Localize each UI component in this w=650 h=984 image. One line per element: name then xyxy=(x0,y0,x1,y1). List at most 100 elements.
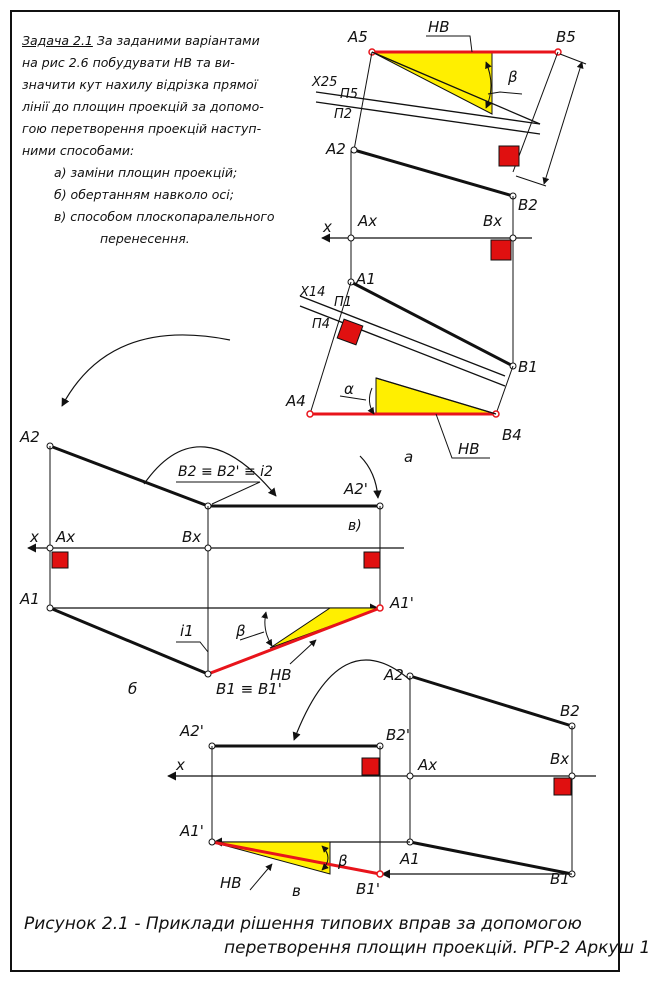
b-leader-nv xyxy=(289,639,317,665)
a-diagram-label: а xyxy=(404,448,413,466)
caption-line-2: перетворення площин проекцій. РГР-2 Арку… xyxy=(224,938,650,958)
c-point-a1p xyxy=(208,838,216,846)
b-segment-a2-b2 xyxy=(49,444,209,508)
a-axis-x25-2 xyxy=(315,101,541,135)
b-beta-arc xyxy=(261,611,273,647)
a-dim-ext-2 xyxy=(515,175,547,187)
a-label-p1: П1 xyxy=(334,295,352,310)
a-dim-ext-1 xyxy=(559,53,587,65)
a-point-a2 xyxy=(350,146,358,154)
c-label-x: x xyxy=(175,756,185,774)
a-alpha-arc xyxy=(367,387,375,415)
a-edge-a5-tri xyxy=(371,51,541,125)
b-point-ax xyxy=(46,544,54,552)
b-label-ax: Ax xyxy=(55,528,75,546)
a-label-p2: П2 xyxy=(334,107,352,122)
c-label-a2: A2 xyxy=(383,666,404,684)
task-text-4: лінії до площин проекцій за допомо- xyxy=(22,99,264,114)
b-point-bx xyxy=(204,544,212,552)
a-label-b4: B4 xyxy=(502,426,522,444)
c-label-b2: B2 xyxy=(560,702,580,720)
b-label-a2: A2 xyxy=(19,428,40,446)
c-label-bx: Bx xyxy=(550,750,569,768)
c-label-a2p: A2' xyxy=(179,722,204,740)
c-segment-a2-b2 xyxy=(409,674,573,728)
b-diagram-label: б xyxy=(128,680,137,698)
caption-line-1: Рисунок 2.1 - Приклади рішення типових в… xyxy=(24,914,582,934)
a-label-a2: A2 xyxy=(325,140,346,158)
b-label-i1: i1 xyxy=(180,622,194,640)
b-red-block-left xyxy=(51,551,69,569)
a-red-block-mid xyxy=(490,239,512,261)
figure-caption: Рисунок 2.1 - Приклади рішення типових в… xyxy=(24,912,650,960)
task-method-c: в) способом плоскопаралельного xyxy=(54,209,275,224)
a-proj-a1-a4 xyxy=(309,281,352,415)
b-label-b2eq: B2 ≡ B2' ≡ i2 xyxy=(178,464,273,480)
a-label-p5: П5 xyxy=(340,87,358,102)
a-label-bx: Bx xyxy=(483,212,502,230)
c-label-b1p: B1' xyxy=(356,880,380,898)
c-leader-nv xyxy=(249,863,273,891)
c-point-ax xyxy=(406,772,414,780)
b-sublabel: в) xyxy=(348,518,362,534)
a-nv-triangle-top xyxy=(371,51,493,115)
a-segment-a2-b2 xyxy=(353,148,514,198)
task-text-5: гою перетворення проекцій наступ- xyxy=(22,121,262,136)
a-label-nv-top: НВ xyxy=(428,18,450,36)
a-label-a1: A1 xyxy=(355,270,376,288)
a-point-a4 xyxy=(306,410,314,418)
a-proj-b5-b2 xyxy=(512,51,559,173)
b-point-b1 xyxy=(204,670,212,678)
b-label-a1p: A1' xyxy=(389,594,414,612)
c-nv-triangle xyxy=(211,841,331,875)
task-text-1: За заданими варіантами xyxy=(96,33,260,48)
task-line-1: Задача 2.1 За заданими варіантами xyxy=(22,30,322,52)
task-text-2: на рис 2.6 побудувати НВ та ви- xyxy=(22,55,235,70)
b-label-b1eq: B1 ≡ B1' xyxy=(216,680,282,698)
a-red-block-top xyxy=(498,145,520,167)
a-beta-arc xyxy=(485,61,492,109)
task-method-a: а) заміни площин проекцій; xyxy=(54,165,238,180)
a-label-b2: B2 xyxy=(518,196,538,214)
c-segment-a1-b1 xyxy=(409,840,573,876)
b-rotation-arc-big xyxy=(61,334,231,407)
task-title: Задача 2.1 xyxy=(22,33,93,48)
a-label-ax: Ax xyxy=(357,212,377,230)
a-axis-x14-2 xyxy=(299,305,506,387)
c-label-a1: A1 xyxy=(399,850,420,868)
a-label-x14: X14 xyxy=(299,285,325,300)
a-segment-a1-b1 xyxy=(350,280,514,368)
c-label-b1: B1 xyxy=(550,870,570,888)
diagram-a: A5 B5 НВ β X25 П5 П2 A2 B2 x Ax Bx A1 X1… xyxy=(285,18,587,466)
a-label-alpha: α xyxy=(344,380,354,398)
a-label-b1: B1 xyxy=(518,358,538,376)
b-leader-beta xyxy=(239,631,265,641)
a-leader-alpha xyxy=(339,395,367,401)
task-text-3: значити кут нахилу відрізка прямої xyxy=(22,77,258,92)
b-rotation-arc-small xyxy=(143,446,277,497)
task-method-c-cont: перенесення. xyxy=(100,231,190,246)
b-label-beta: β xyxy=(235,622,246,640)
a-leader-nv-bottom xyxy=(435,413,490,459)
b-label-a1: A1 xyxy=(19,590,40,608)
diagram-c: A2' B2' A2 B2 x Ax Bx A1' A1 β НВ B1' B1… xyxy=(167,659,596,900)
a-axis-x25-1 xyxy=(315,91,541,125)
c-nv-line xyxy=(211,840,381,876)
c-label-a1p: A1' xyxy=(179,822,204,840)
sheet-frame xyxy=(10,10,620,972)
b-leader-b2 xyxy=(176,481,261,505)
diagram-b: A2 B2 ≡ B2' ≡ i2 A2' в) x Ax Bx A1 A1' i… xyxy=(19,334,414,698)
drawing-sheet: Задача 2.1 За заданими варіантами на рис… xyxy=(10,10,650,972)
c-diagram-label: в xyxy=(292,882,301,900)
c-label-nv: НВ xyxy=(220,874,242,892)
b-label-bx: Bx xyxy=(182,528,201,546)
a-label-x: x xyxy=(322,218,332,236)
a-label-nv-bottom: НВ xyxy=(458,440,480,458)
c-point-b1p xyxy=(376,870,384,878)
a-dim-line-right xyxy=(542,61,584,185)
a-edge-tri-bottom xyxy=(375,377,497,415)
a-point-ax xyxy=(347,234,355,242)
a-label-b5: B5 xyxy=(556,28,576,46)
a-proj-b1-b4 xyxy=(495,365,514,415)
b-leader-i1 xyxy=(176,641,209,653)
